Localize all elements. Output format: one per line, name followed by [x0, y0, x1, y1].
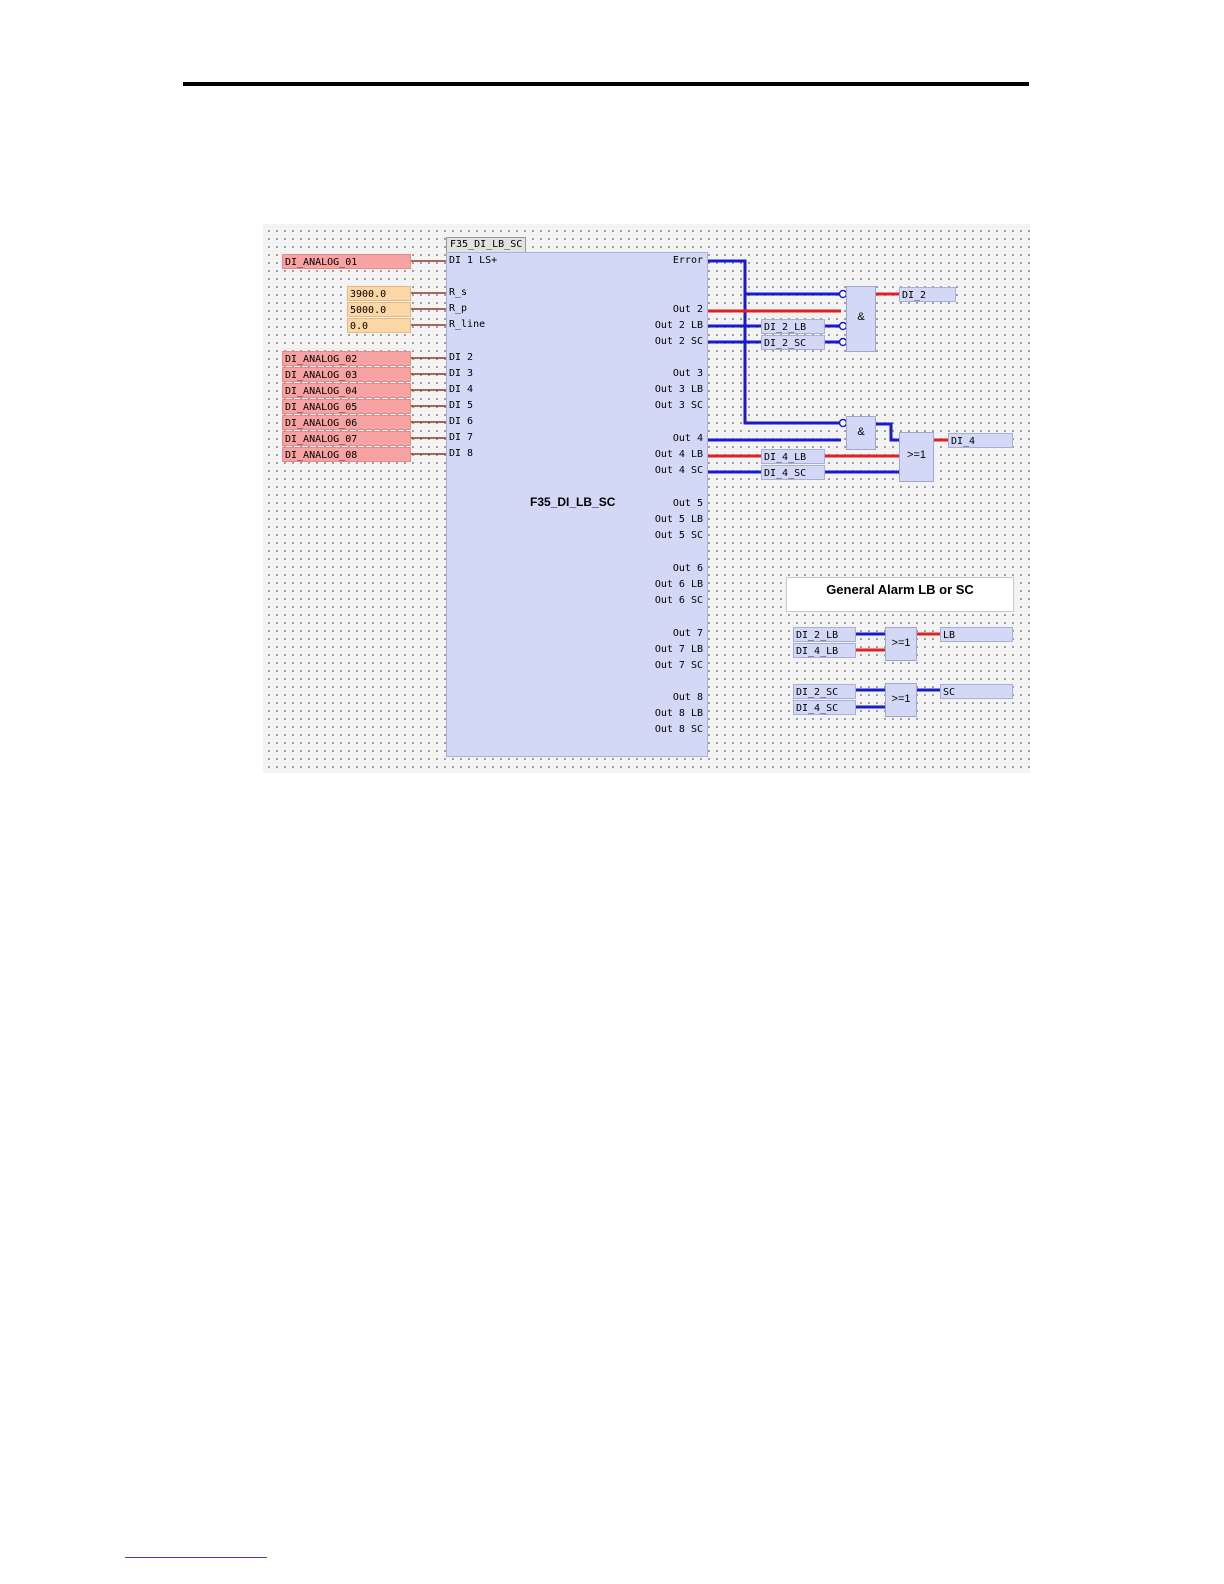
pin-di8[interactable]: DI 8: [449, 448, 474, 459]
pin-di6[interactable]: DI 6: [449, 416, 474, 427]
var-di2-lb[interactable]: DI_2_LB: [761, 319, 825, 334]
input-var-di-analog-04[interactable]: DI_ANALOG_04: [282, 383, 411, 398]
input-var-di-analog-05[interactable]: DI_ANALOG_05: [282, 399, 411, 414]
var-alarm-di4-lb[interactable]: DI_4_LB: [793, 643, 856, 658]
output-var-di2[interactable]: DI_2: [899, 287, 956, 302]
var-di4-lb[interactable]: DI_4_LB: [761, 449, 825, 464]
or-gate-lb-symbol[interactable]: >=1: [885, 627, 917, 661]
pin-out4[interactable]: Out 4: [672, 433, 703, 444]
pin-out5-lb[interactable]: Out 5 LB: [654, 514, 703, 525]
pin-out6[interactable]: Out 6: [672, 563, 703, 574]
pin-di2[interactable]: DI 2: [449, 352, 474, 363]
pin-di3[interactable]: DI 3: [449, 368, 474, 379]
footer-link-rule: [125, 1557, 267, 1558]
pin-r-line[interactable]: R_line: [449, 319, 486, 330]
pin-out8-sc[interactable]: Out 8 SC: [654, 724, 703, 735]
pin-out6-sc[interactable]: Out 6 SC: [654, 595, 703, 606]
function-block-f35[interactable]: [446, 252, 708, 757]
input-var-di-analog-07[interactable]: DI_ANALOG_07: [282, 431, 411, 446]
pin-di7[interactable]: DI 7: [449, 432, 474, 443]
pin-out6-lb[interactable]: Out 6 LB: [654, 579, 703, 590]
output-var-lb[interactable]: LB: [940, 627, 1013, 642]
var-alarm-di4-sc[interactable]: DI_4_SC: [793, 700, 856, 715]
pin-out2-lb[interactable]: Out 2 LB: [654, 320, 703, 331]
constant-r-s[interactable]: 3900.0: [347, 286, 411, 301]
var-alarm-di2-sc[interactable]: DI_2_SC: [793, 684, 856, 699]
pin-error[interactable]: Error: [672, 255, 703, 266]
function-block-label: F35_DI_LB_SC: [530, 495, 616, 509]
or-gate-sc[interactable]: >=1: [885, 683, 917, 717]
constant-r-p[interactable]: 5000.0: [347, 302, 411, 317]
pin-out8-lb[interactable]: Out 8 LB: [654, 708, 703, 719]
pin-out3-lb[interactable]: Out 3 LB: [654, 384, 703, 395]
comment-general-alarm[interactable]: General Alarm LB or SC: [786, 577, 1014, 612]
input-var-di-analog-01[interactable]: DI_ANALOG_01: [282, 254, 411, 269]
pin-out5-sc[interactable]: Out 5 SC: [654, 530, 703, 541]
pin-r-p[interactable]: R_p: [449, 303, 468, 314]
constant-r-line[interactable]: 0.0: [347, 318, 411, 333]
pin-out7-lb[interactable]: Out 7 LB: [654, 644, 703, 655]
pin-r-s[interactable]: R_s: [449, 287, 468, 298]
pin-di4[interactable]: DI 4: [449, 384, 474, 395]
var-di2-sc[interactable]: DI_2_SC: [761, 335, 825, 350]
and-gate-di2[interactable]: &: [846, 286, 876, 352]
and-gate-di4[interactable]: &: [846, 416, 876, 450]
pin-di1-ls[interactable]: DI 1 LS+: [449, 255, 498, 266]
logic-editor-canvas[interactable]: DI_ANALOG_01 3900.0 5000.0 0.0 DI_ANALOG…: [263, 224, 1030, 773]
pin-out3-sc[interactable]: Out 3 SC: [654, 400, 703, 411]
pin-out2[interactable]: Out 2: [672, 304, 703, 315]
pin-out3[interactable]: Out 3: [672, 368, 703, 379]
pin-out7[interactable]: Out 7: [672, 628, 703, 639]
header-rule: [183, 82, 1029, 86]
pin-di5[interactable]: DI 5: [449, 400, 474, 411]
output-var-di4[interactable]: DI_4: [948, 433, 1013, 448]
input-var-di-analog-03[interactable]: DI_ANALOG_03: [282, 367, 411, 382]
output-var-sc[interactable]: SC: [940, 684, 1013, 699]
input-var-di-analog-02[interactable]: DI_ANALOG_02: [282, 351, 411, 366]
pin-out4-sc[interactable]: Out 4 SC: [654, 465, 703, 476]
var-alarm-di2-lb[interactable]: DI_2_LB: [793, 627, 856, 642]
pin-out2-sc[interactable]: Out 2 SC: [654, 336, 703, 347]
pin-out8[interactable]: Out 8: [672, 692, 703, 703]
function-block-tab[interactable]: F35_DI_LB_SC: [446, 237, 527, 253]
input-var-di-analog-08[interactable]: DI_ANALOG_08: [282, 447, 411, 462]
pin-out4-lb[interactable]: Out 4 LB: [654, 449, 703, 460]
input-var-di-analog-06[interactable]: DI_ANALOG_06: [282, 415, 411, 430]
var-di4-sc[interactable]: DI_4_SC: [761, 465, 825, 480]
or-gate-di4[interactable]: >=1: [899, 432, 934, 482]
pin-out7-sc[interactable]: Out 7 SC: [654, 660, 703, 671]
pin-out5[interactable]: Out 5: [672, 498, 703, 509]
